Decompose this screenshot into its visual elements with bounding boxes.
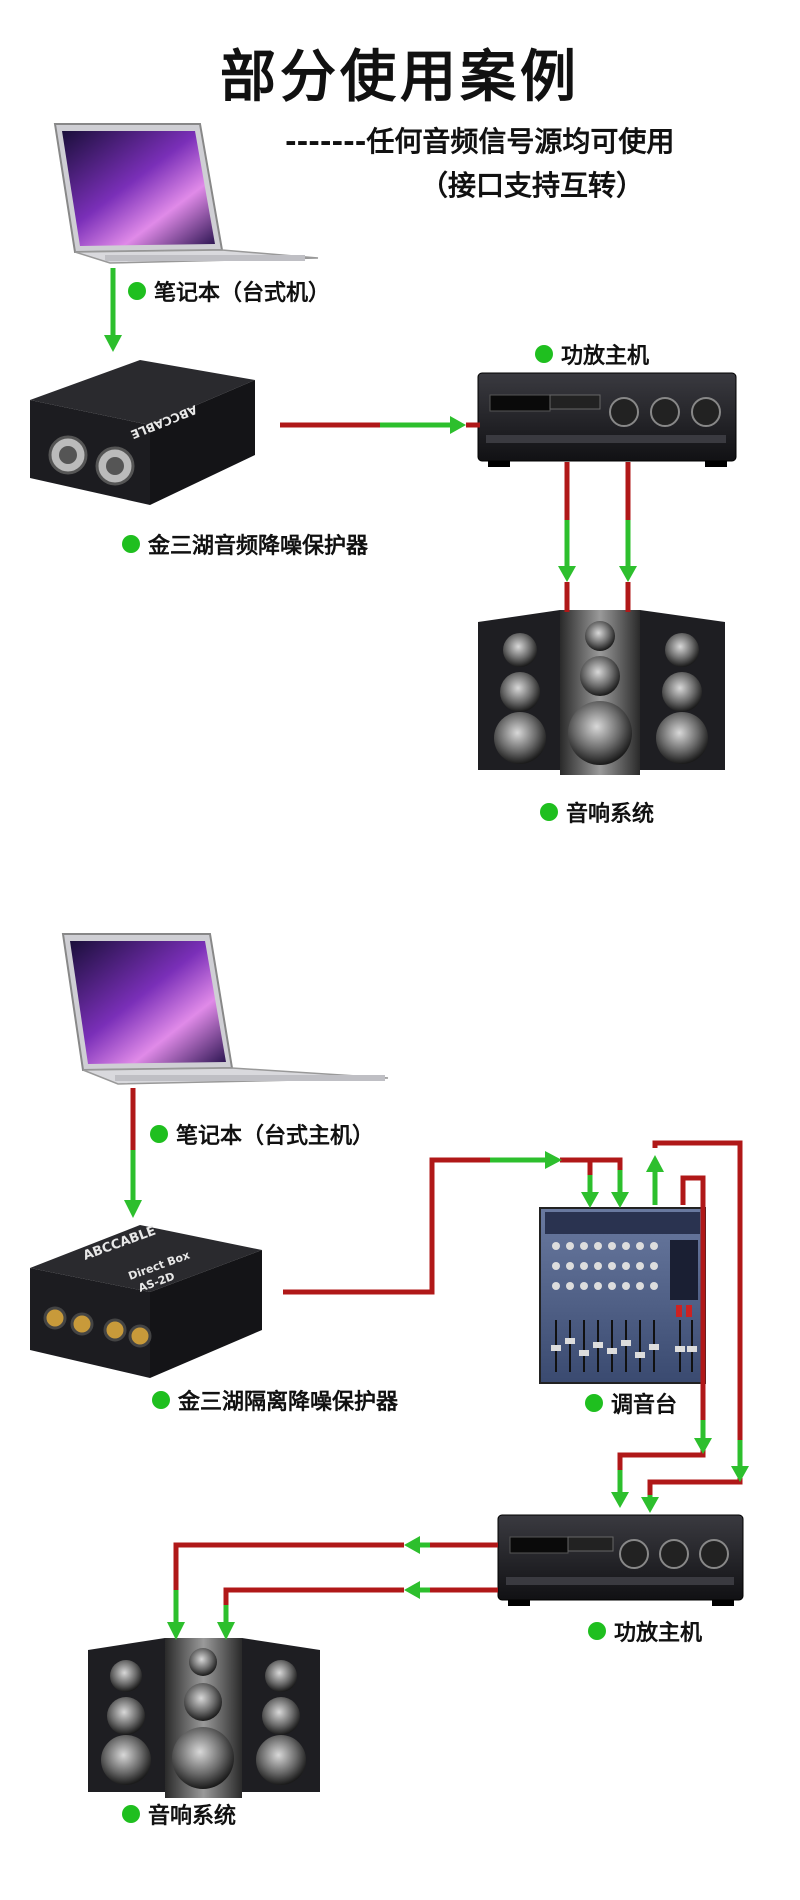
direct-box-1: ABCCABLE [30, 360, 255, 505]
cable-laptop-to-box-1 [104, 268, 122, 352]
arrow-out-of-mixer [646, 1155, 664, 1172]
mixer-label-text: 调音台 [611, 1387, 677, 1419]
arrow-box-to-mixer [545, 1151, 562, 1169]
arrow-amp-out-2 [404, 1581, 420, 1599]
amplifier-1-label: 功放主机 [535, 338, 649, 370]
arrow-into-amp-2 [641, 1497, 659, 1513]
cable-amp-to-speakers-2 [176, 1545, 498, 1625]
laptop-1-label: 笔记本（台式机） [128, 275, 330, 307]
laptop-2-label-text: 笔记本（台式主机） [176, 1118, 374, 1150]
bullet-dot [588, 1622, 606, 1640]
arrow-into-speaker-1 [167, 1622, 185, 1640]
arrow-mixer-to-amp-2 [694, 1438, 712, 1454]
direct-box-1-label: 金三湖音频降噪保护器 [122, 528, 368, 560]
amplifier-1-label-text: 功放主机 [561, 338, 649, 370]
arrow-amp-out-1 [404, 1536, 420, 1554]
speaker-system-2 [88, 1638, 320, 1798]
bullet-dot [122, 1805, 140, 1823]
arrow-into-speaker-2 [217, 1622, 235, 1640]
amplifier-2-label: 功放主机 [588, 1615, 702, 1647]
bullet-dot [128, 282, 146, 300]
bullet-dot [152, 1391, 170, 1409]
laptop-1 [55, 124, 318, 263]
amplifier-2 [498, 1515, 743, 1606]
direct-box-2: ABCCABLE Direct Box AS-2D [30, 1224, 262, 1378]
arrow-into-mixer-2 [611, 1192, 629, 1208]
arrow-into-mixer-1 [581, 1192, 599, 1208]
amplifier-1 [478, 373, 736, 467]
speaker-system-2-label: 音响系统 [122, 1798, 236, 1830]
bullet-dot [585, 1394, 603, 1412]
laptop-2-label: 笔记本（台式主机） [150, 1118, 374, 1150]
arrow-into-amp-1 [611, 1492, 629, 1508]
mixer-label: 调音台 [585, 1387, 677, 1419]
laptop-1-label-text: 笔记本（台式机） [154, 275, 330, 307]
speaker-system-2-label-text: 音响系统 [148, 1798, 236, 1830]
speaker-system-1-label: 音响系统 [540, 796, 654, 828]
laptop-2 [63, 934, 388, 1084]
bullet-dot [150, 1125, 168, 1143]
cable-amp-to-speakers-1 [558, 462, 637, 612]
direct-box-2-label: 金三湖隔离降噪保护器 [152, 1384, 398, 1416]
mixer-console [540, 1208, 705, 1383]
arrow-laptop-to-box-2 [124, 1200, 142, 1218]
bullet-dot [540, 803, 558, 821]
bullet-dot [535, 345, 553, 363]
speaker-system-1-label-text: 音响系统 [566, 796, 654, 828]
cable-box-to-amp-1 [280, 416, 480, 434]
speaker-system-1 [478, 610, 725, 775]
direct-box-1-label-text: 金三湖音频降噪保护器 [148, 528, 368, 560]
bullet-dot [122, 535, 140, 553]
amplifier-2-label-text: 功放主机 [614, 1615, 702, 1647]
direct-box-2-label-text: 金三湖隔离降噪保护器 [178, 1384, 398, 1416]
